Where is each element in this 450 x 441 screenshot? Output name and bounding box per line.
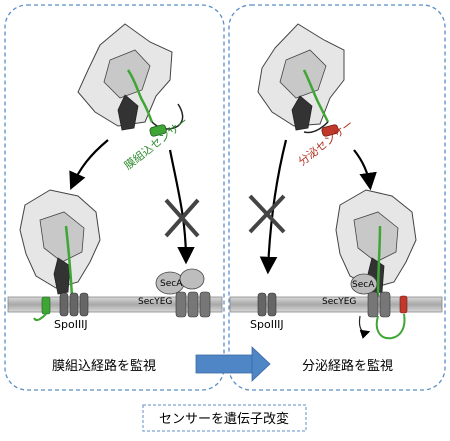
bottom-caption: センサーを遺伝子改変 [159,411,289,427]
ribosome-bottom-right [335,189,417,301]
blocked-cross-left [164,198,200,238]
spoiiij-protein-right [257,292,277,317]
seca-label-left: SecA [160,279,183,289]
secretion-sensor-icon [321,124,339,137]
membrane-sensor-icon [149,124,167,137]
seca-label-right: SecA [352,280,375,290]
seca-protein-left [155,268,205,295]
left-caption: 膜組込経路を監視 [52,358,156,374]
bottom-caption-box [142,404,307,432]
arrow-to-spoiiij-left [69,139,109,191]
blocked-cross-right [248,194,286,234]
arrow-to-secyeg-left [168,149,195,265]
ribosome-bottom-left [19,189,101,297]
spoiiij-label-left: SpoIIIJ [54,318,88,331]
secyeg-label-left: SecYEG [138,297,172,307]
secyeg-channel-right [367,291,391,318]
arrow-to-secyeg-right [353,149,377,191]
spoiiij-label-right: SpoIIIJ [250,318,284,331]
ribosome-top-right [257,23,345,137]
spoiiij-protein-left [59,292,89,317]
secretion-sensor-inserted [399,295,408,314]
right-caption: 分泌経路を監視 [302,358,393,374]
seca-protein-right [350,273,378,295]
transition-arrow [195,346,271,382]
left-panel [4,4,225,391]
secreted-chain [375,313,406,340]
secyeg-channel-left [175,291,211,318]
right-panel [228,4,446,391]
secyeg-label-right: SecYEG [322,297,356,307]
ribosome-top-left [77,23,184,137]
arrow-to-spoiiij-right [259,139,288,275]
membrane-sensor-inserted [41,296,51,315]
